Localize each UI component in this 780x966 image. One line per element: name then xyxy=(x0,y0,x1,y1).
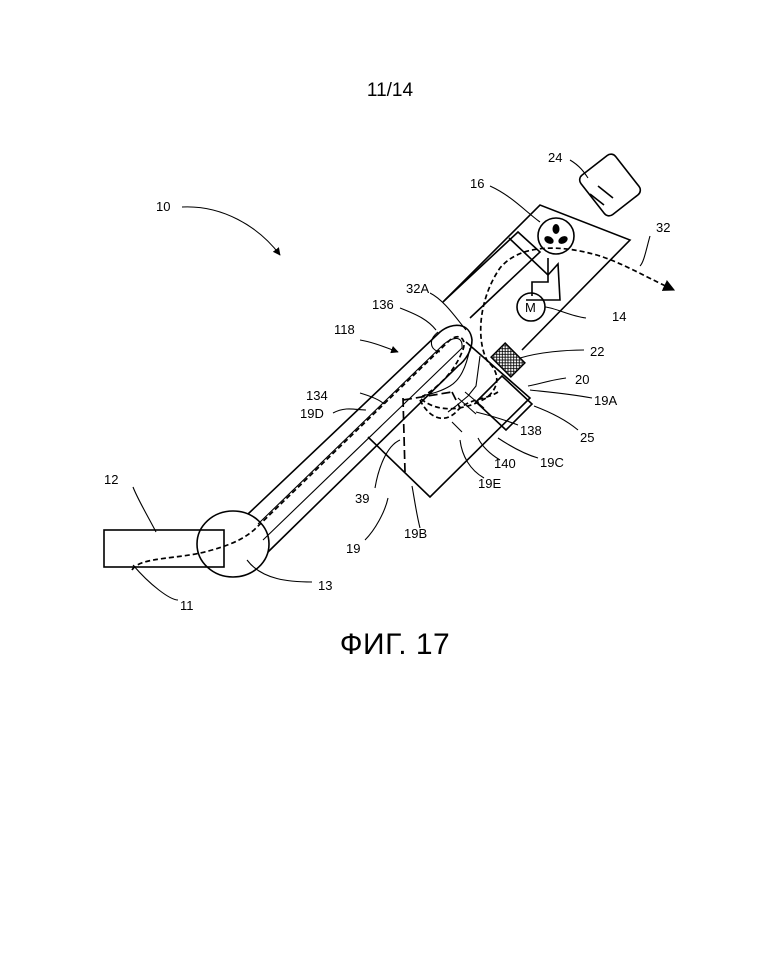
label-140: 140 xyxy=(494,456,516,471)
fan-icon xyxy=(543,224,569,246)
label-19E: 19E xyxy=(478,476,501,491)
chamber-dashed-outline xyxy=(403,392,460,472)
pivot-joint xyxy=(197,511,269,577)
cleaner-head xyxy=(104,530,224,567)
label-11: 11 xyxy=(180,598,194,613)
wand-tube xyxy=(248,325,472,552)
component-box-24 xyxy=(577,152,642,218)
label-20: 20 xyxy=(575,372,589,387)
label-25: 25 xyxy=(580,430,594,445)
wand-inner-line xyxy=(258,338,462,540)
label-22: 22 xyxy=(590,344,604,359)
figure-caption: ФИГ. 17 xyxy=(0,628,780,662)
label-32: 32 xyxy=(656,220,670,235)
label-19B: 19B xyxy=(404,526,427,541)
neck-24 xyxy=(590,186,613,205)
label-12: 12 xyxy=(104,472,118,487)
label-13: 13 xyxy=(318,578,332,593)
upper-housing xyxy=(443,205,630,350)
label-19D: 19D xyxy=(300,406,324,421)
label-16: 16 xyxy=(470,176,484,191)
motor-symbol: M xyxy=(525,300,536,315)
label-134: 134 xyxy=(306,388,328,403)
airflow-path xyxy=(132,248,674,570)
cyclone-shroud xyxy=(422,348,470,396)
part-25 xyxy=(476,376,532,430)
label-39: 39 xyxy=(355,491,369,506)
label-14: 14 xyxy=(612,309,626,324)
label-32A: 32A xyxy=(406,281,429,296)
label-19A: 19A xyxy=(594,393,617,408)
leader-lines xyxy=(133,160,650,600)
label-10: 10 xyxy=(156,199,170,214)
label-138: 138 xyxy=(520,423,542,438)
label-24: 24 xyxy=(548,150,562,165)
label-19: 19 xyxy=(346,541,360,556)
label-19C: 19C xyxy=(540,455,564,470)
label-118: 118 xyxy=(334,322,355,337)
motor-link xyxy=(532,258,548,296)
label-136: 136 xyxy=(372,297,394,312)
